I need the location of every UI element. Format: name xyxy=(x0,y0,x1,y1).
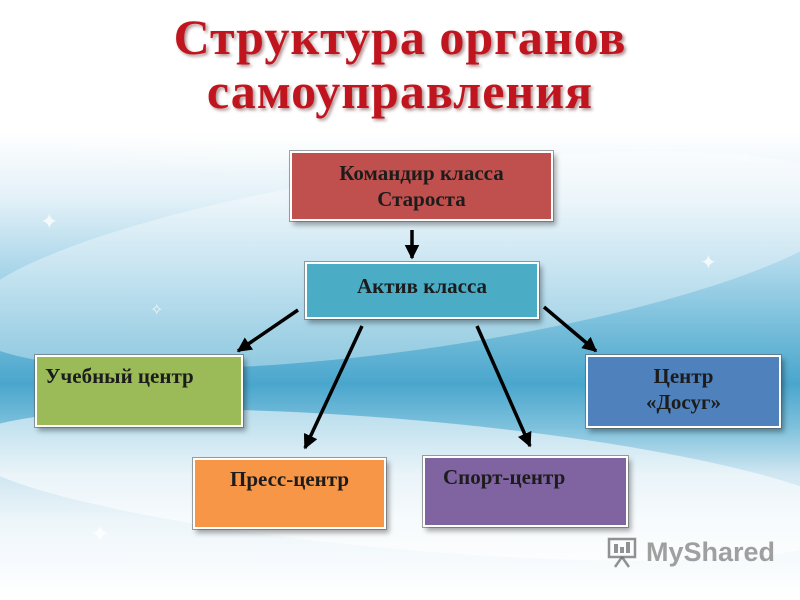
sparkle-icon: ✦ xyxy=(90,520,111,548)
node-press-center: Пресс-центр xyxy=(192,457,387,530)
arrow-aktiv-to-press xyxy=(303,325,364,450)
arrow-aktiv-to-sport xyxy=(475,325,532,448)
node-commander-line-2: Староста xyxy=(377,187,466,211)
node-leisure-line-2: «Досуг» xyxy=(645,390,722,414)
presentation-board-icon xyxy=(607,537,637,568)
node-commander-line-1: Командир класса xyxy=(339,161,504,185)
node-press-label: Пресс-центр xyxy=(230,467,349,491)
sparkle-icon: ✦ xyxy=(700,250,717,274)
node-leisure-center: Центр «Досуг» xyxy=(585,354,782,429)
sparkle-icon: ✦ xyxy=(40,210,59,235)
title-line-1: Структура органов xyxy=(173,9,627,65)
sparkle-icon: ✧ xyxy=(150,300,164,319)
node-commander: Командир класса Староста xyxy=(289,150,554,222)
arrow-aktiv-to-study xyxy=(236,308,299,353)
node-aktiv-label: Актив класса xyxy=(356,274,488,298)
watermark-text: MyShared xyxy=(646,536,776,567)
watermark-logo: MyShared xyxy=(606,535,775,569)
node-sport-center: Спорт-центр xyxy=(422,455,629,528)
node-aktiv: Актив класса xyxy=(304,261,540,320)
page-title: Структура органов самоуправления xyxy=(0,10,800,118)
title-line-2: самоуправления xyxy=(206,63,594,119)
node-leisure-line-1: Центр xyxy=(653,364,714,388)
node-study-center: Учебный центр xyxy=(34,354,244,428)
arrow-aktiv-to-leisure xyxy=(542,305,598,353)
node-sport-label: Спорт-центр xyxy=(443,465,566,489)
sparkle-icon: ✧ xyxy=(740,150,752,166)
node-study-label: Учебный центр xyxy=(45,364,194,388)
